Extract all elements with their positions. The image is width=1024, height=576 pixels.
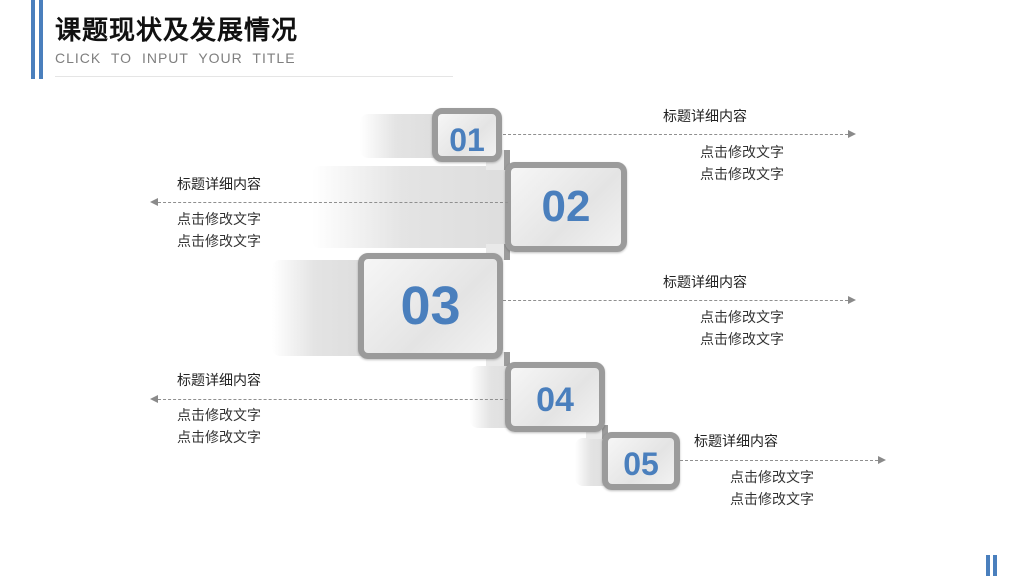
step-box-03: 03: [358, 253, 503, 359]
shadow-band-03: [272, 260, 367, 356]
step-text-05-a: 点击修改文字: [730, 470, 814, 486]
step-text-02-b: 点击修改文字: [177, 234, 261, 250]
shadow-band-01: [360, 114, 440, 158]
step-text-01-a: 点击修改文字: [700, 145, 784, 161]
step-title-04: 标题详细内容: [177, 373, 261, 389]
page-title: 课题现状及发展情况: [55, 16, 299, 46]
page-subtitle: CLICK TO INPUT YOUR TITLE: [55, 50, 296, 66]
step-title-03: 标题详细内容: [663, 275, 747, 291]
step-title-05: 标题详细内容: [694, 434, 778, 450]
step-box-01: 01: [432, 108, 502, 162]
dash-line-02: [158, 202, 508, 203]
accent-bar-left: [31, 0, 35, 79]
corner-bar-left: [986, 555, 990, 576]
step-title-01: 标题详细内容: [663, 109, 747, 125]
dash-line-01: [503, 134, 848, 135]
step-number-01: 01: [449, 121, 485, 158]
dash-line-05: [680, 460, 878, 461]
arrow-right-icon: [878, 456, 886, 464]
header-divider: [55, 76, 453, 77]
step-text-05-b: 点击修改文字: [730, 492, 814, 508]
accent-bar-right: [39, 0, 43, 79]
step-text-03-a: 点击修改文字: [700, 310, 784, 326]
step-number-04: 04: [536, 380, 574, 419]
arrow-left-icon: [150, 395, 158, 403]
step-text-04-a: 点击修改文字: [177, 408, 261, 424]
step-title-02: 标题详细内容: [177, 177, 261, 193]
arrow-left-icon: [150, 198, 158, 206]
step-text-03-b: 点击修改文字: [700, 332, 784, 348]
step-box-04: 04: [505, 362, 605, 432]
step-text-04-b: 点击修改文字: [177, 430, 261, 446]
step-box-05: 05: [602, 432, 680, 490]
shadow-band-02: [312, 166, 517, 248]
corner-bar-right: [993, 555, 997, 576]
step-number-03: 03: [400, 276, 461, 336]
step-number-05: 05: [623, 445, 659, 482]
step-text-02-a: 点击修改文字: [177, 212, 261, 228]
step-box-02: 02: [505, 162, 627, 252]
arrow-right-icon: [848, 130, 856, 138]
arrow-right-icon: [848, 296, 856, 304]
dash-line-03: [503, 300, 848, 301]
step-text-01-b: 点击修改文字: [700, 167, 784, 183]
dash-line-04: [158, 399, 508, 400]
step-number-02: 02: [541, 182, 591, 231]
